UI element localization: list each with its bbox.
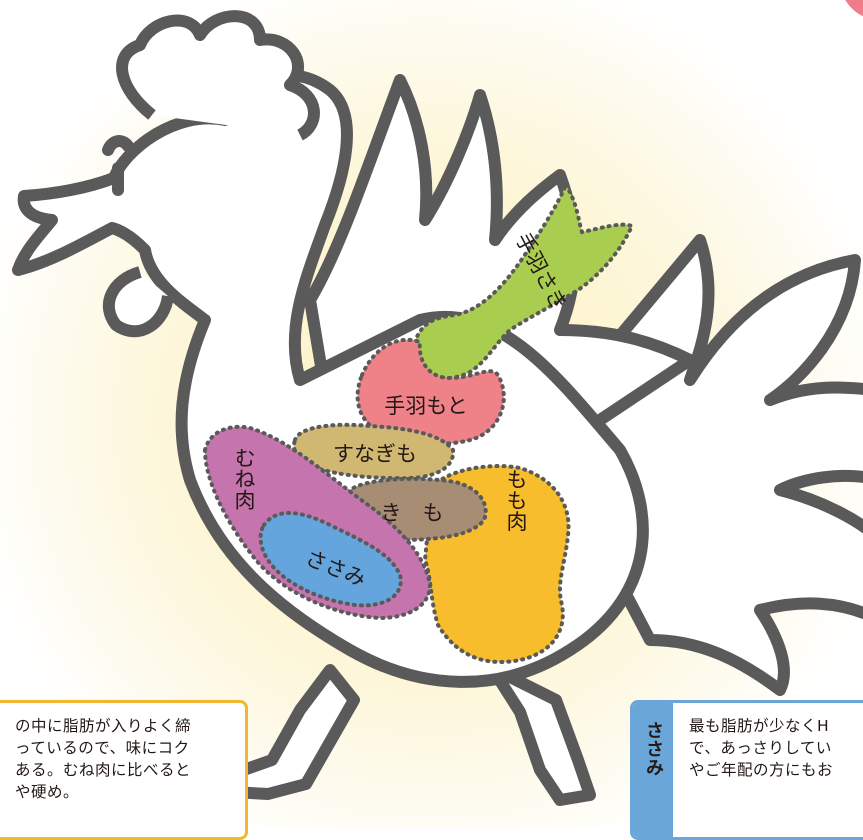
- part-tebasaki: [409, 180, 635, 381]
- meat-parts: [202, 180, 635, 665]
- sasami-note-line: で、あっさりしてい: [689, 739, 832, 757]
- sasami-note-tag: ささみ: [633, 703, 673, 837]
- chicken-comb: [116, 10, 320, 141]
- momoniku-note-line: や硬め。: [15, 783, 80, 801]
- momoniku-note-line: の中に脂肪が入りよく締: [15, 717, 192, 735]
- sasami-note: ささみ 最も脂肪が少なくH で、あっさりしてい やご年配の方にもお: [630, 700, 863, 840]
- label-kimo: き も: [381, 501, 444, 525]
- label-muneniku: むね肉: [232, 447, 256, 510]
- momoniku-note-line: っているので、味にコク: [15, 739, 190, 757]
- chicken-wattle: [102, 266, 174, 338]
- right-leg: [486, 662, 596, 806]
- sasami-note-line: やご年配の方にもお: [689, 761, 834, 779]
- sasami-note-line: 最も脂肪が少なくH: [689, 717, 830, 735]
- corner-accent: [845, 0, 863, 17]
- label-sunagimo: すなぎも: [333, 442, 417, 466]
- label-tebamoto: 手羽もと: [384, 394, 468, 418]
- momoniku-note: の中に脂肪が入りよく締 っているので、味にコク ある。むね肉に比べると や硬め。: [0, 700, 248, 840]
- label-momoniku: もも肉: [504, 469, 528, 532]
- sasami-note-tag-label: ささみ: [643, 721, 664, 777]
- part-sasami: [258, 511, 403, 608]
- momoniku-note-line: ある。むね肉に比べると: [15, 761, 192, 779]
- chicken-eye: [102, 135, 134, 196]
